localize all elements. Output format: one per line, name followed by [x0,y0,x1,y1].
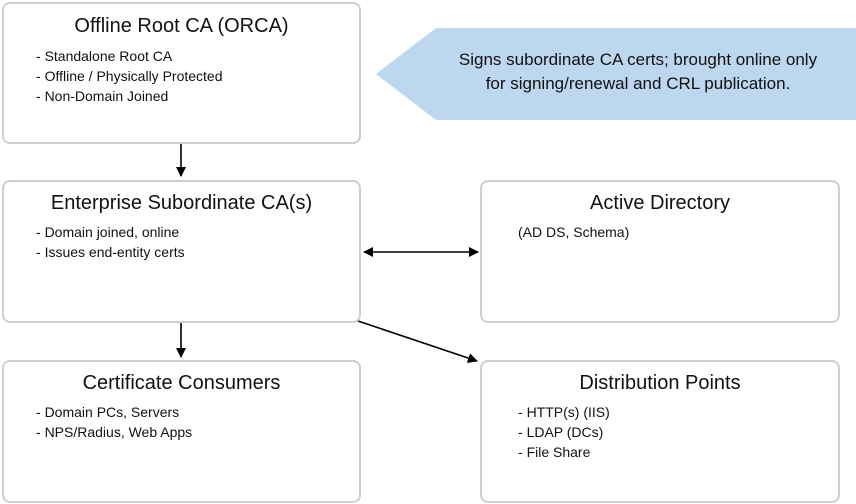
node-active-directory: Active Directory (AD DS, Schema) [480,180,840,323]
node-item: HTTP(s) (IIS) [518,402,610,422]
node-title: Offline Root CA (ORCA) [74,15,289,37]
node-title: Enterprise Subordinate CA(s) [50,192,313,214]
callout-line-2: for signing/renewal and CRL publication. [485,74,791,93]
node-item-list: Standalone Root CA Offline / Physically … [36,46,223,106]
callout-arrow-shape [376,28,856,120]
node-item-list: (AD DS, Schema) [518,222,629,242]
node-item: Domain joined, online [36,222,185,242]
node-item: Non-Domain Joined [36,86,223,106]
node-item: Standalone Root CA [36,46,223,66]
node-item-list: HTTP(s) (IIS) LDAP (DCs) File Share [518,402,610,462]
edge-subordinate-to-distribution-points [357,320,478,363]
node-offline-root-ca: Offline Root CA (ORCA) Standalone Root C… [2,2,361,144]
node-item: NPS/Radius, Web Apps [36,422,193,442]
node-title: Certificate Consumers [82,372,281,394]
node-item: LDAP (DCs) [518,422,610,442]
node-title: Distribution Points [579,372,741,394]
callout-arrow-fill [376,28,856,120]
node-title: Active Directory [589,192,731,214]
node-item-list: Domain PCs, Servers NPS/Radius, Web Apps [36,402,193,442]
callout-line-1: Signs subordinate CA certs; brought onli… [458,50,818,69]
callout-text: Signs subordinate CA certs; brought onli… [438,48,838,96]
node-item: Issues end-entity certs [36,242,185,262]
node-enterprise-subordinate-ca: Enterprise Subordinate CA(s) Domain join… [2,180,361,323]
node-item: Offline / Physically Protected [36,66,223,86]
node-item-list: Domain joined, online Issues end-entity … [36,222,185,262]
node-certificate-consumers: Certificate Consumers Domain PCs, Server… [2,360,361,503]
node-item: (AD DS, Schema) [518,224,630,240]
node-item: File Share [518,442,610,462]
node-distribution-points: Distribution Points HTTP(s) (IIS) LDAP (… [480,360,840,503]
node-item: Domain PCs, Servers [36,402,192,422]
